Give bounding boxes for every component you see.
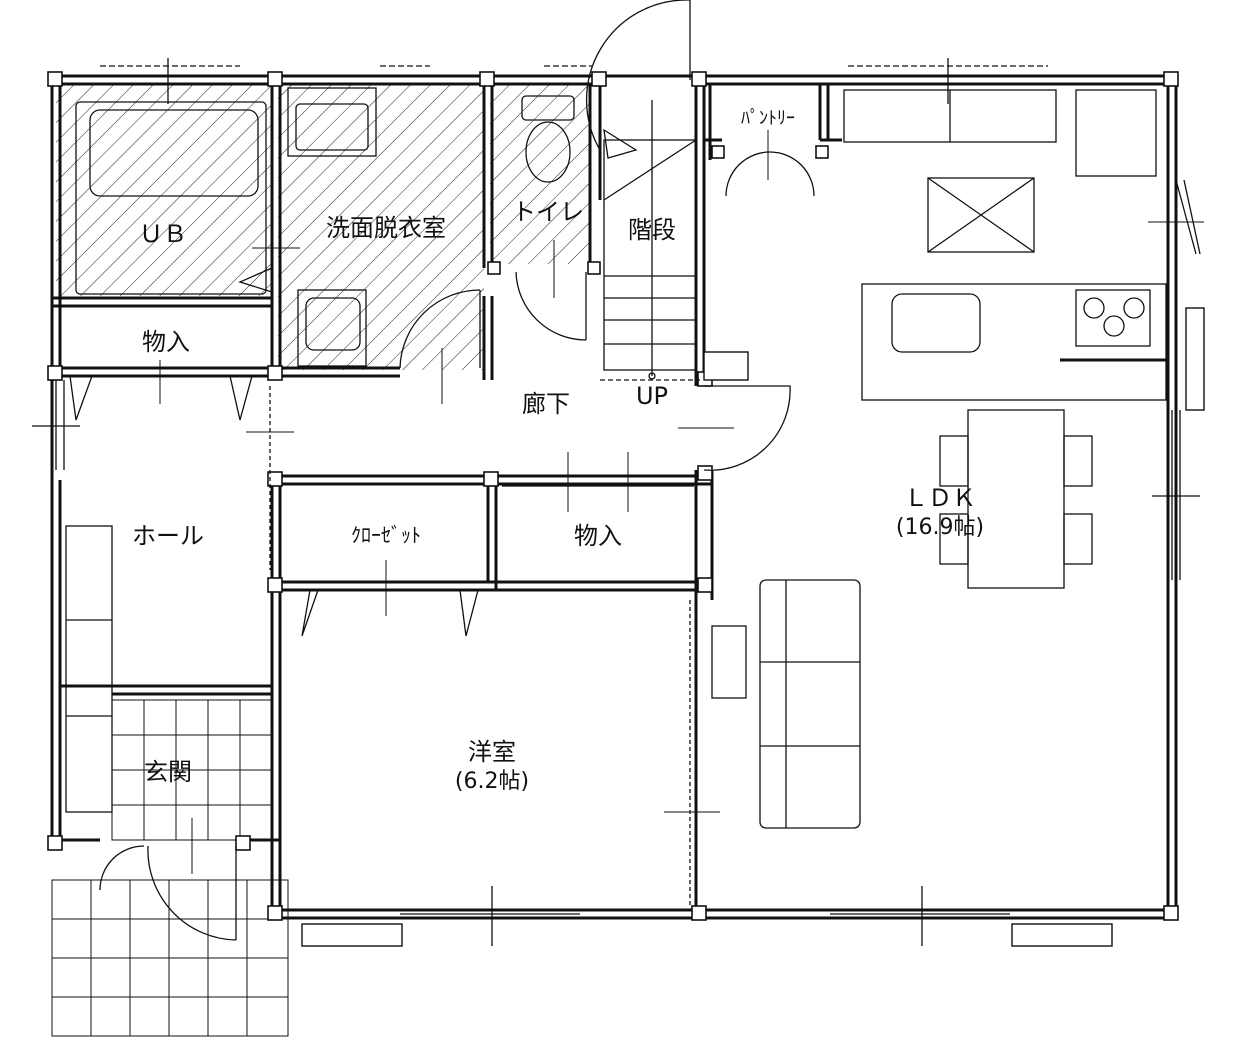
room-label-ldk: ＬＤＫ: [904, 484, 976, 512]
room-label-storage-ub: 物入: [142, 328, 190, 356]
room-label-stairs: 階段: [628, 216, 676, 244]
room-label-hall: ホール: [132, 522, 204, 550]
reference-lines: [159, 130, 1204, 874]
room-label-washroom: 洗面脱衣室: [326, 214, 446, 242]
room-label-closet: ｸﾛｰｾﾞｯﾄ: [351, 523, 421, 547]
room-label-ub: ＵＢ: [139, 220, 187, 248]
stairs: [600, 100, 749, 381]
interior-walls: [52, 76, 842, 918]
room-label-entrance: 玄関: [144, 758, 192, 786]
stairs-up-label: UP: [636, 382, 668, 410]
entrance-tiles: [51, 699, 289, 1037]
room-labels: ＵＢ 洗面脱衣室 トイレ 階段 ﾊﾟﾝﾄﾘｰ ＬＤＫ (16.9帖) 物入 廊下…: [132, 108, 984, 794]
wet-area-hatching: [56, 84, 590, 370]
room-label-toilet: トイレ: [512, 198, 584, 226]
room-label-storage-corridor: 物入: [574, 522, 622, 550]
room-label-western-room: 洋室: [468, 738, 516, 766]
windows: [32, 58, 1205, 947]
room-label-corridor: 廊下: [522, 390, 570, 418]
room-label-western-area: (6.2帖): [455, 769, 529, 794]
doors: [69, 0, 815, 941]
room-label-ldk-area: (16.9帖): [896, 515, 984, 540]
fixtures: [65, 87, 1167, 829]
room-label-pantry: ﾊﾟﾝﾄﾘｰ: [741, 108, 795, 129]
